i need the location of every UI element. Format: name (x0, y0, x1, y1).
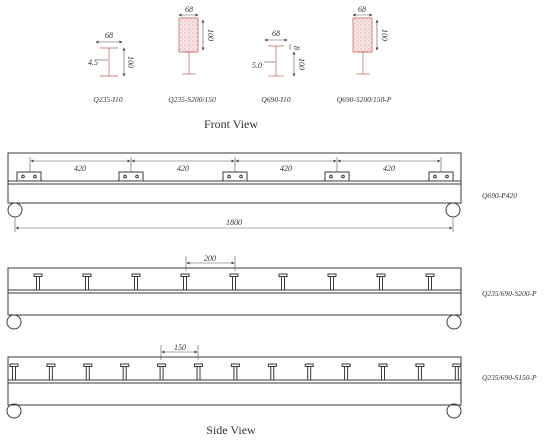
stud-row (9, 363, 462, 381)
shear-stud (120, 363, 130, 381)
width-label: 68 (272, 29, 280, 38)
section-q235-i10: 68 100 4.5 Q235-I10 (88, 31, 135, 104)
height-label: 100 (297, 58, 306, 70)
shear-stud (157, 363, 167, 381)
shear-stud (304, 363, 314, 381)
spacing-label: 200 (204, 254, 216, 263)
height-label: 100 (126, 56, 135, 68)
span-label: 1800 (226, 218, 242, 227)
spacing-label: 420 (383, 164, 395, 173)
shear-stud (180, 273, 190, 291)
side-view-title: Side View (206, 423, 256, 437)
shear-stud (131, 273, 141, 291)
spacing-label: 420 (280, 164, 292, 173)
section-label: Q690-I10 (261, 95, 290, 104)
section-q690-s200-150-p: 68 100 Q690-S200/150-P (337, 5, 392, 104)
flange-label: 8 (292, 46, 301, 50)
shear-stud (378, 363, 388, 381)
shear-stud (83, 363, 93, 381)
section-q690-i10: 68 8 100 5.0 Q690-I10 (252, 29, 306, 104)
web-label: 5.0 (252, 61, 262, 70)
shear-stud (194, 363, 203, 381)
shear-stud (415, 363, 425, 381)
section-q235-s200-150: 68 100 Q235-S200/150 (168, 5, 216, 104)
shear-stud (82, 273, 92, 291)
shear-stud (230, 363, 240, 381)
beam-label: Q235/690-S200-P (482, 289, 537, 298)
spacing-label: 150 (174, 343, 186, 352)
width-label: 68 (185, 5, 193, 14)
beam-label: Q690-P420 (482, 191, 517, 200)
web-label: 4.5 (88, 58, 98, 67)
shear-stud (278, 273, 288, 291)
support-roller (7, 202, 23, 218)
front-view-title: Front View (204, 117, 258, 131)
width-label: 68 (358, 5, 366, 14)
plate (118, 171, 144, 182)
beam-q235-690-s150-p: 150 Q235/690-S150-P (6, 343, 537, 419)
spacing-label: 420 (74, 164, 86, 173)
height-label: 100 (206, 29, 215, 41)
support-roller (6, 403, 22, 419)
plate (222, 171, 248, 182)
front-view: 68 100 4.5 Q235-I10 68 100 Q235-S200/150 (88, 5, 392, 131)
stud-row (33, 273, 435, 291)
support-roller (446, 403, 462, 419)
shear-stud (267, 363, 277, 381)
section-label: Q235-I10 (93, 95, 122, 104)
section-label: Q690-S200/150-P (337, 95, 392, 104)
plate (428, 171, 454, 182)
beam-q690-p420: 420 420 420 420 1800 Q690-P420 (7, 152, 517, 232)
plate (16, 171, 42, 182)
shear-stud (33, 273, 43, 291)
height-label: 100 (380, 29, 389, 41)
support-roller (6, 314, 22, 330)
section-label: Q235-S200/150 (168, 95, 216, 104)
beam-label: Q235/690-S150-P (482, 373, 537, 382)
support-roller (445, 202, 461, 218)
shear-stud (341, 363, 351, 381)
shear-stud (376, 273, 386, 291)
shear-stud (327, 273, 337, 291)
beam-q235-690-s200-p: 200 Q235/690-S200-P (6, 254, 537, 330)
shear-stud (229, 273, 239, 291)
plate (324, 171, 350, 182)
shear-stud (9, 363, 19, 381)
spacing-label: 420 (177, 164, 189, 173)
shear-stud (425, 273, 435, 291)
shear-stud (452, 363, 462, 381)
shear-stud (46, 363, 56, 381)
width-label: 68 (105, 31, 113, 40)
support-roller (446, 314, 462, 330)
